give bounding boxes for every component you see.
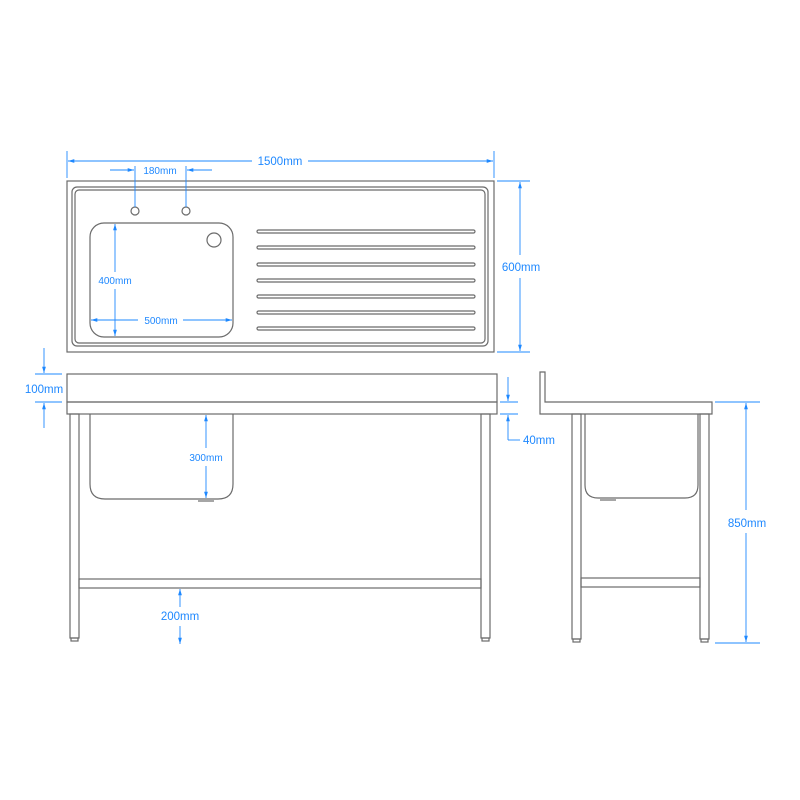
tap-hole [181,206,191,216]
tap-hole [130,206,140,216]
dim-label-height: 850mm [728,518,766,530]
dim-label-depth: 600mm [502,262,540,274]
dim-label-tap-spacing: 180mm [143,166,176,177]
dim-180: 180mm [110,166,212,207]
dim-100: 100mm [25,348,63,428]
plan-view [66,180,495,353]
drainer-ribs [256,229,476,331]
sink-bowl-outline [89,222,234,338]
side-view [539,371,713,643]
dim-850: 850mm [715,401,766,644]
dim-400: 400mm [98,224,132,336]
dim-label-bowl-depth-plan: 400mm [98,276,131,287]
dim-label-bowl-depth: 300mm [189,453,222,464]
dim-label-bowl-width: 500mm [144,316,177,327]
dim-label-upstand: 100mm [25,384,63,396]
drain-hole [206,232,222,248]
dim-label-length: 1500mm [258,156,303,168]
dim-600: 600mm [497,180,540,353]
dim-40: 40mm [500,377,555,447]
dim-300: 300mm [189,415,223,498]
dim-label-top-thickness: 40mm [523,435,555,447]
dim-500: 500mm [91,316,232,327]
dim-label-shelf-height: 200mm [161,611,199,623]
dim-200: 200mm [161,589,199,644]
dim-1500: 1500mm [66,151,495,178]
front-view [66,373,498,642]
